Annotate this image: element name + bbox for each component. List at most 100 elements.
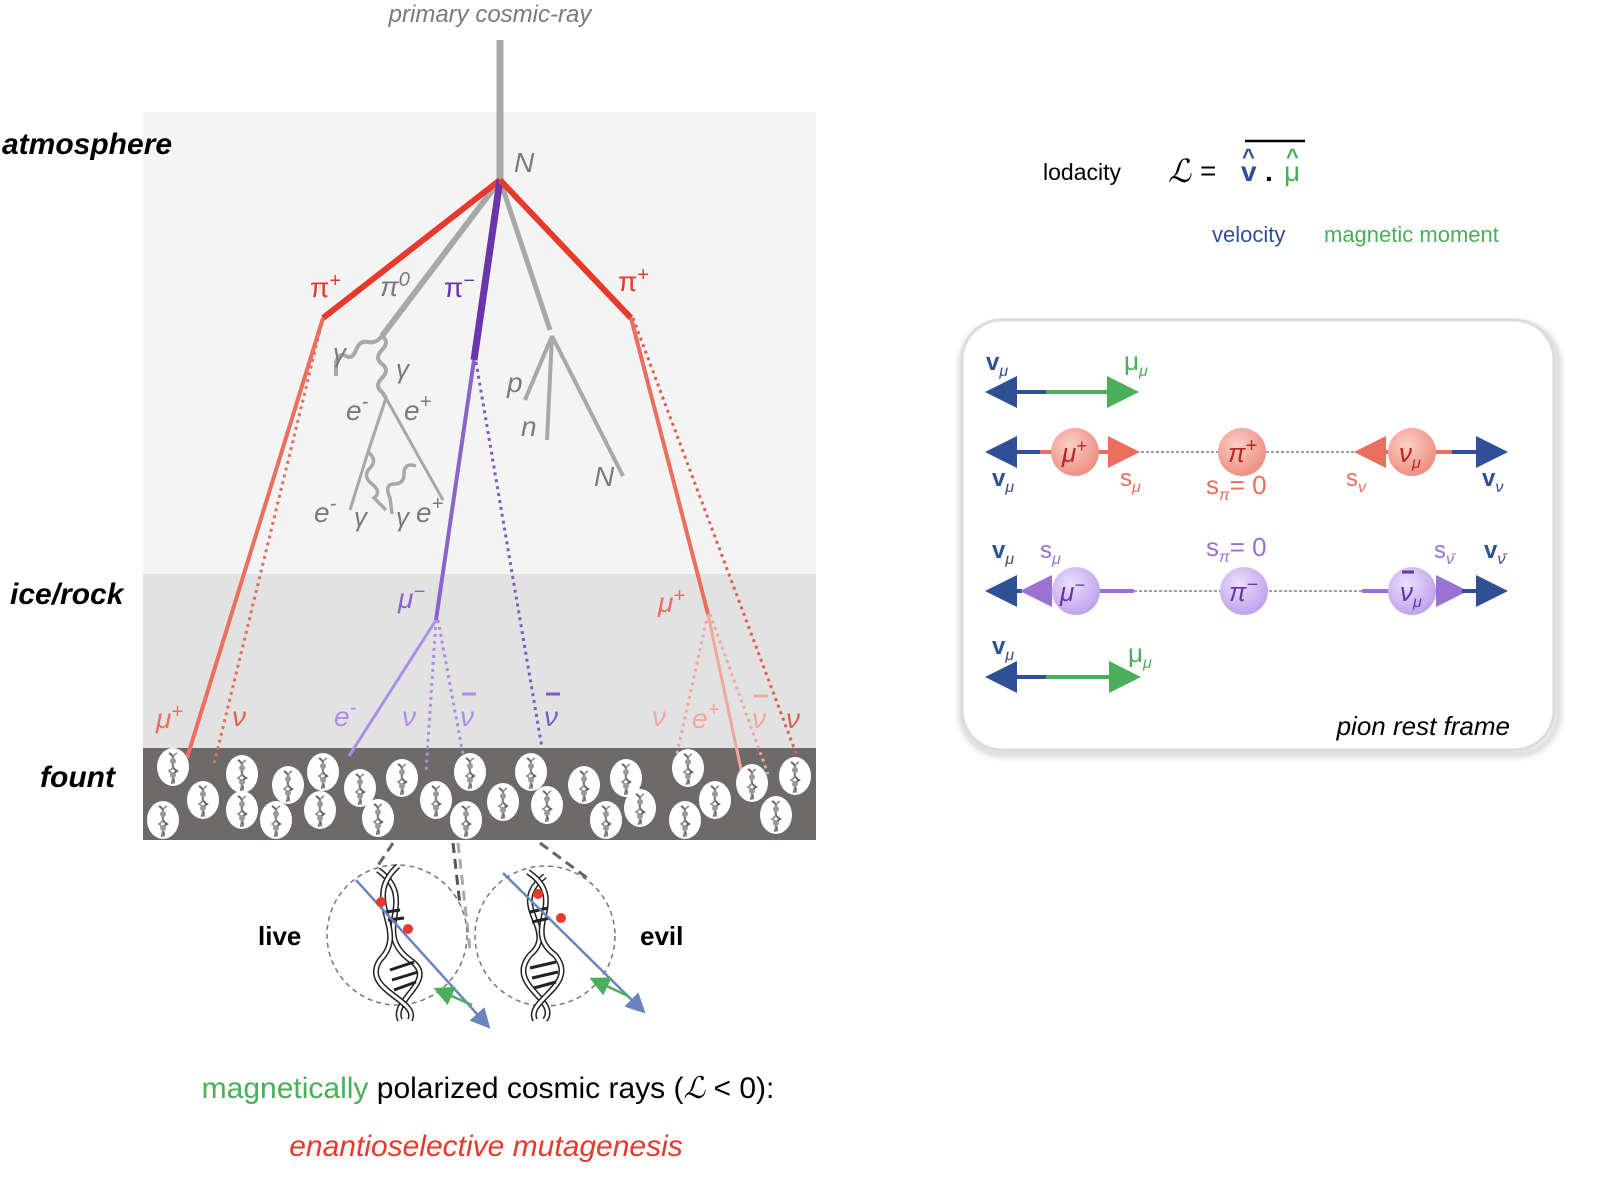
nubar-right-track (708, 613, 770, 775)
svg-text:sν: sν (1346, 465, 1366, 496)
svg-text:vμ: vμ (992, 633, 1014, 664)
label-gamma-4: γ (396, 502, 411, 532)
lodacity-formula: ℒ = ^ v . ^ μ (1168, 139, 1305, 189)
e-minus-1-track (366, 397, 388, 453)
e-plus-1-track (384, 397, 418, 453)
nucleon-track (497, 179, 553, 331)
svg-text:^: ^ (1286, 144, 1299, 169)
dna-icon (668, 800, 702, 840)
dna-icon (186, 780, 220, 820)
dna-icon (385, 758, 419, 798)
pi-plus-left-track (321, 177, 502, 321)
svg-text:vμ: vμ (992, 537, 1014, 568)
svg-text:ν: ν (460, 701, 474, 732)
nu-mid-track (424, 619, 438, 773)
mu-minus-particle (1052, 567, 1100, 615)
dna-icon (778, 756, 812, 796)
layer-label-fount: fount (40, 761, 117, 794)
svg-text:μ−: μ− (1059, 575, 1085, 607)
nubar-center-track (474, 361, 544, 749)
label-e-minus-1: e- (346, 391, 369, 426)
dna-icon (530, 785, 564, 825)
n-track (545, 335, 554, 441)
label-gamma-3: γ (354, 502, 369, 532)
e-minus-3-track (347, 619, 438, 757)
svg-text:ν: ν (752, 703, 766, 734)
p-track (523, 335, 554, 401)
dna-icon (759, 795, 793, 835)
dna-icon (486, 782, 520, 822)
svg-text:.: . (1265, 156, 1273, 187)
pi-minus-decay-row: vμ sμ sπ= 0 sν̄ vν̄ μ− π− νμ (985, 532, 1508, 615)
svg-text:π+: π+ (1228, 435, 1257, 468)
svg-text:sν̄: sν̄ (1434, 537, 1457, 568)
svg-text:=: = (1200, 155, 1216, 186)
dna-icon (361, 798, 395, 838)
label-e-plus-1: e+ (404, 391, 431, 426)
label-e-plus-3: e+ (692, 699, 719, 734)
nu-mu-particle (1388, 428, 1436, 476)
label-nubar-center: ν (544, 692, 560, 732)
label-pi-plus-right: π+ (618, 264, 649, 297)
dna-icon (698, 780, 732, 820)
dna-icon (453, 752, 487, 792)
label-nu-right-2: ν (786, 703, 800, 734)
dna-icon (671, 748, 705, 788)
zoom-label-live: live (258, 921, 301, 951)
dna-icon (623, 788, 657, 828)
svg-text:μμ: μμ (1124, 346, 1148, 380)
gamma-2-track (376, 334, 388, 400)
svg-text:ℒ: ℒ (1168, 153, 1192, 189)
pi-plus-particle (1218, 428, 1266, 476)
label-mu-plus-right: μ+ (657, 585, 685, 618)
mu-plus-left-track (185, 317, 325, 759)
dna-icon (735, 763, 769, 803)
svg-text:π−: π− (1229, 574, 1258, 607)
e-plus-2-track (414, 451, 445, 501)
top-legend: vμ μμ (985, 346, 1148, 408)
zoom-live (326, 863, 491, 1029)
mu-plus-particle (1051, 428, 1099, 476)
pi-minus-particle (1220, 567, 1268, 615)
pi-minus-track (470, 179, 504, 361)
svg-text:vμ: vμ (986, 349, 1008, 380)
e-plus-3-track (706, 613, 744, 775)
label-e-minus-2: e- (314, 493, 337, 528)
svg-text:vν̄: vν̄ (1484, 537, 1508, 568)
label-nubar-right: ν (752, 694, 768, 734)
dna-icon (225, 790, 259, 830)
svg-text:vμ: vμ (992, 465, 1014, 496)
lodacity-label: lodacity (1043, 159, 1121, 185)
layer-label-ice-rock: ice/rock (10, 578, 125, 611)
rest-frame-box (960, 318, 1556, 752)
label-pi-minus: π− (444, 270, 475, 303)
label-nu-left: ν (232, 701, 246, 732)
dna-icon (567, 765, 601, 805)
pi0-track (379, 178, 503, 338)
legend-magnetic-moment: magnetic moment (1324, 222, 1499, 247)
label-e-plus-2: e+ (416, 493, 443, 528)
svg-text:vν: vν (1482, 465, 1503, 496)
dna-icon (156, 747, 190, 787)
e-minus-2-track (348, 451, 370, 511)
svg-text:sπ= 0: sπ= 0 (1206, 470, 1267, 504)
pi-plus-decay-row: μ+ π+ νμ vμ sμ sπ= 0 sν vν (985, 428, 1508, 504)
zoom-connector (456, 842, 472, 951)
gamma-4-track (386, 463, 417, 515)
label-gamma-2: γ (396, 354, 411, 384)
label-p: p (506, 367, 523, 398)
svg-text:v: v (1241, 156, 1257, 187)
nubar-mu-particle (1388, 567, 1436, 615)
dna-icon (449, 800, 483, 840)
dna-icon (271, 765, 305, 805)
gamma-1-track (334, 334, 384, 376)
bottom-legend: vμ μμ (985, 633, 1152, 693)
svg-text:μ+: μ+ (1061, 436, 1087, 468)
rest-frame-caption: pion rest frame (1336, 711, 1510, 741)
label-n: n (521, 411, 537, 442)
label-N-bottom: N (594, 461, 615, 492)
dna-icon (259, 800, 293, 840)
dna-icon (589, 800, 623, 840)
N-track (550, 335, 625, 477)
